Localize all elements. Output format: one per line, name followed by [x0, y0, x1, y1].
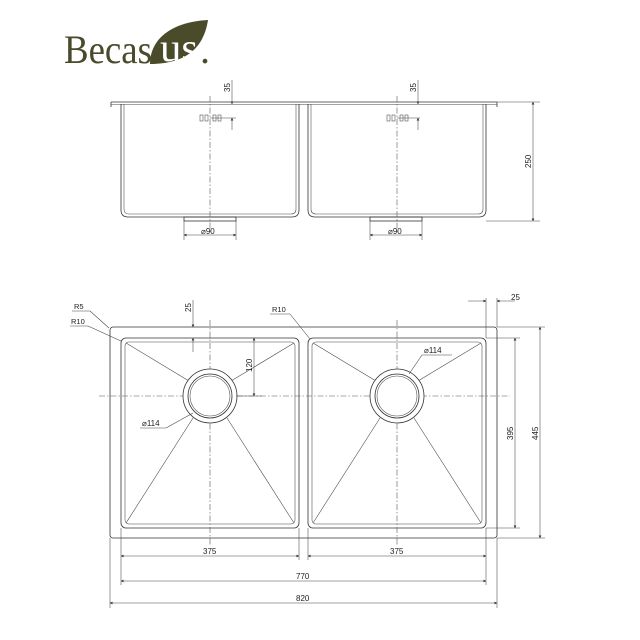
- bowl-depth-label: 395: [506, 426, 515, 440]
- drain-offset-label: 120: [245, 358, 254, 372]
- side-overflow-left-label: 35: [223, 83, 232, 92]
- bowl-right-width-label: 375: [390, 547, 404, 556]
- outer-depth-label: 445: [531, 426, 540, 440]
- drain-left-diameter-label: ⌀114: [142, 419, 160, 428]
- outer-total-width-label: 820: [296, 594, 310, 603]
- outer-radius-label: R5: [74, 302, 84, 311]
- drain-right: [369, 368, 425, 424]
- drain-left: [182, 368, 238, 424]
- bowl-left-width-label: 375: [203, 547, 217, 556]
- brand-name-part2: us: [160, 25, 198, 70]
- side-view: 35 35 250 ⌀90 ⌀90: [110, 80, 540, 240]
- brand-name-part1: Becas: [64, 27, 152, 72]
- side-height-label: 250: [524, 154, 533, 168]
- flange-right-label: 25: [511, 293, 520, 302]
- flange-top-label: 25: [184, 303, 193, 312]
- side-overflow-right-label: 35: [409, 83, 418, 92]
- inner-total-width-label: 770: [296, 572, 310, 581]
- side-drain-right-label: ⌀90: [388, 227, 402, 236]
- brand-logo: Becas us .: [64, 20, 210, 72]
- inner-radius-right-label: R10: [272, 305, 286, 314]
- drain-right-diameter-label: ⌀114: [424, 346, 442, 355]
- inner-radius-left-label: R10: [71, 317, 85, 326]
- brand-name-dot: .: [200, 27, 210, 72]
- top-view: R5 R10 R10 25 120 ⌀114 ⌀114 25 395: [70, 293, 545, 608]
- leaf-icon: [150, 20, 208, 64]
- side-drain-left-label: ⌀90: [201, 227, 215, 236]
- side-drain-right: [369, 216, 423, 222]
- top-outer-flange: [109, 326, 498, 539]
